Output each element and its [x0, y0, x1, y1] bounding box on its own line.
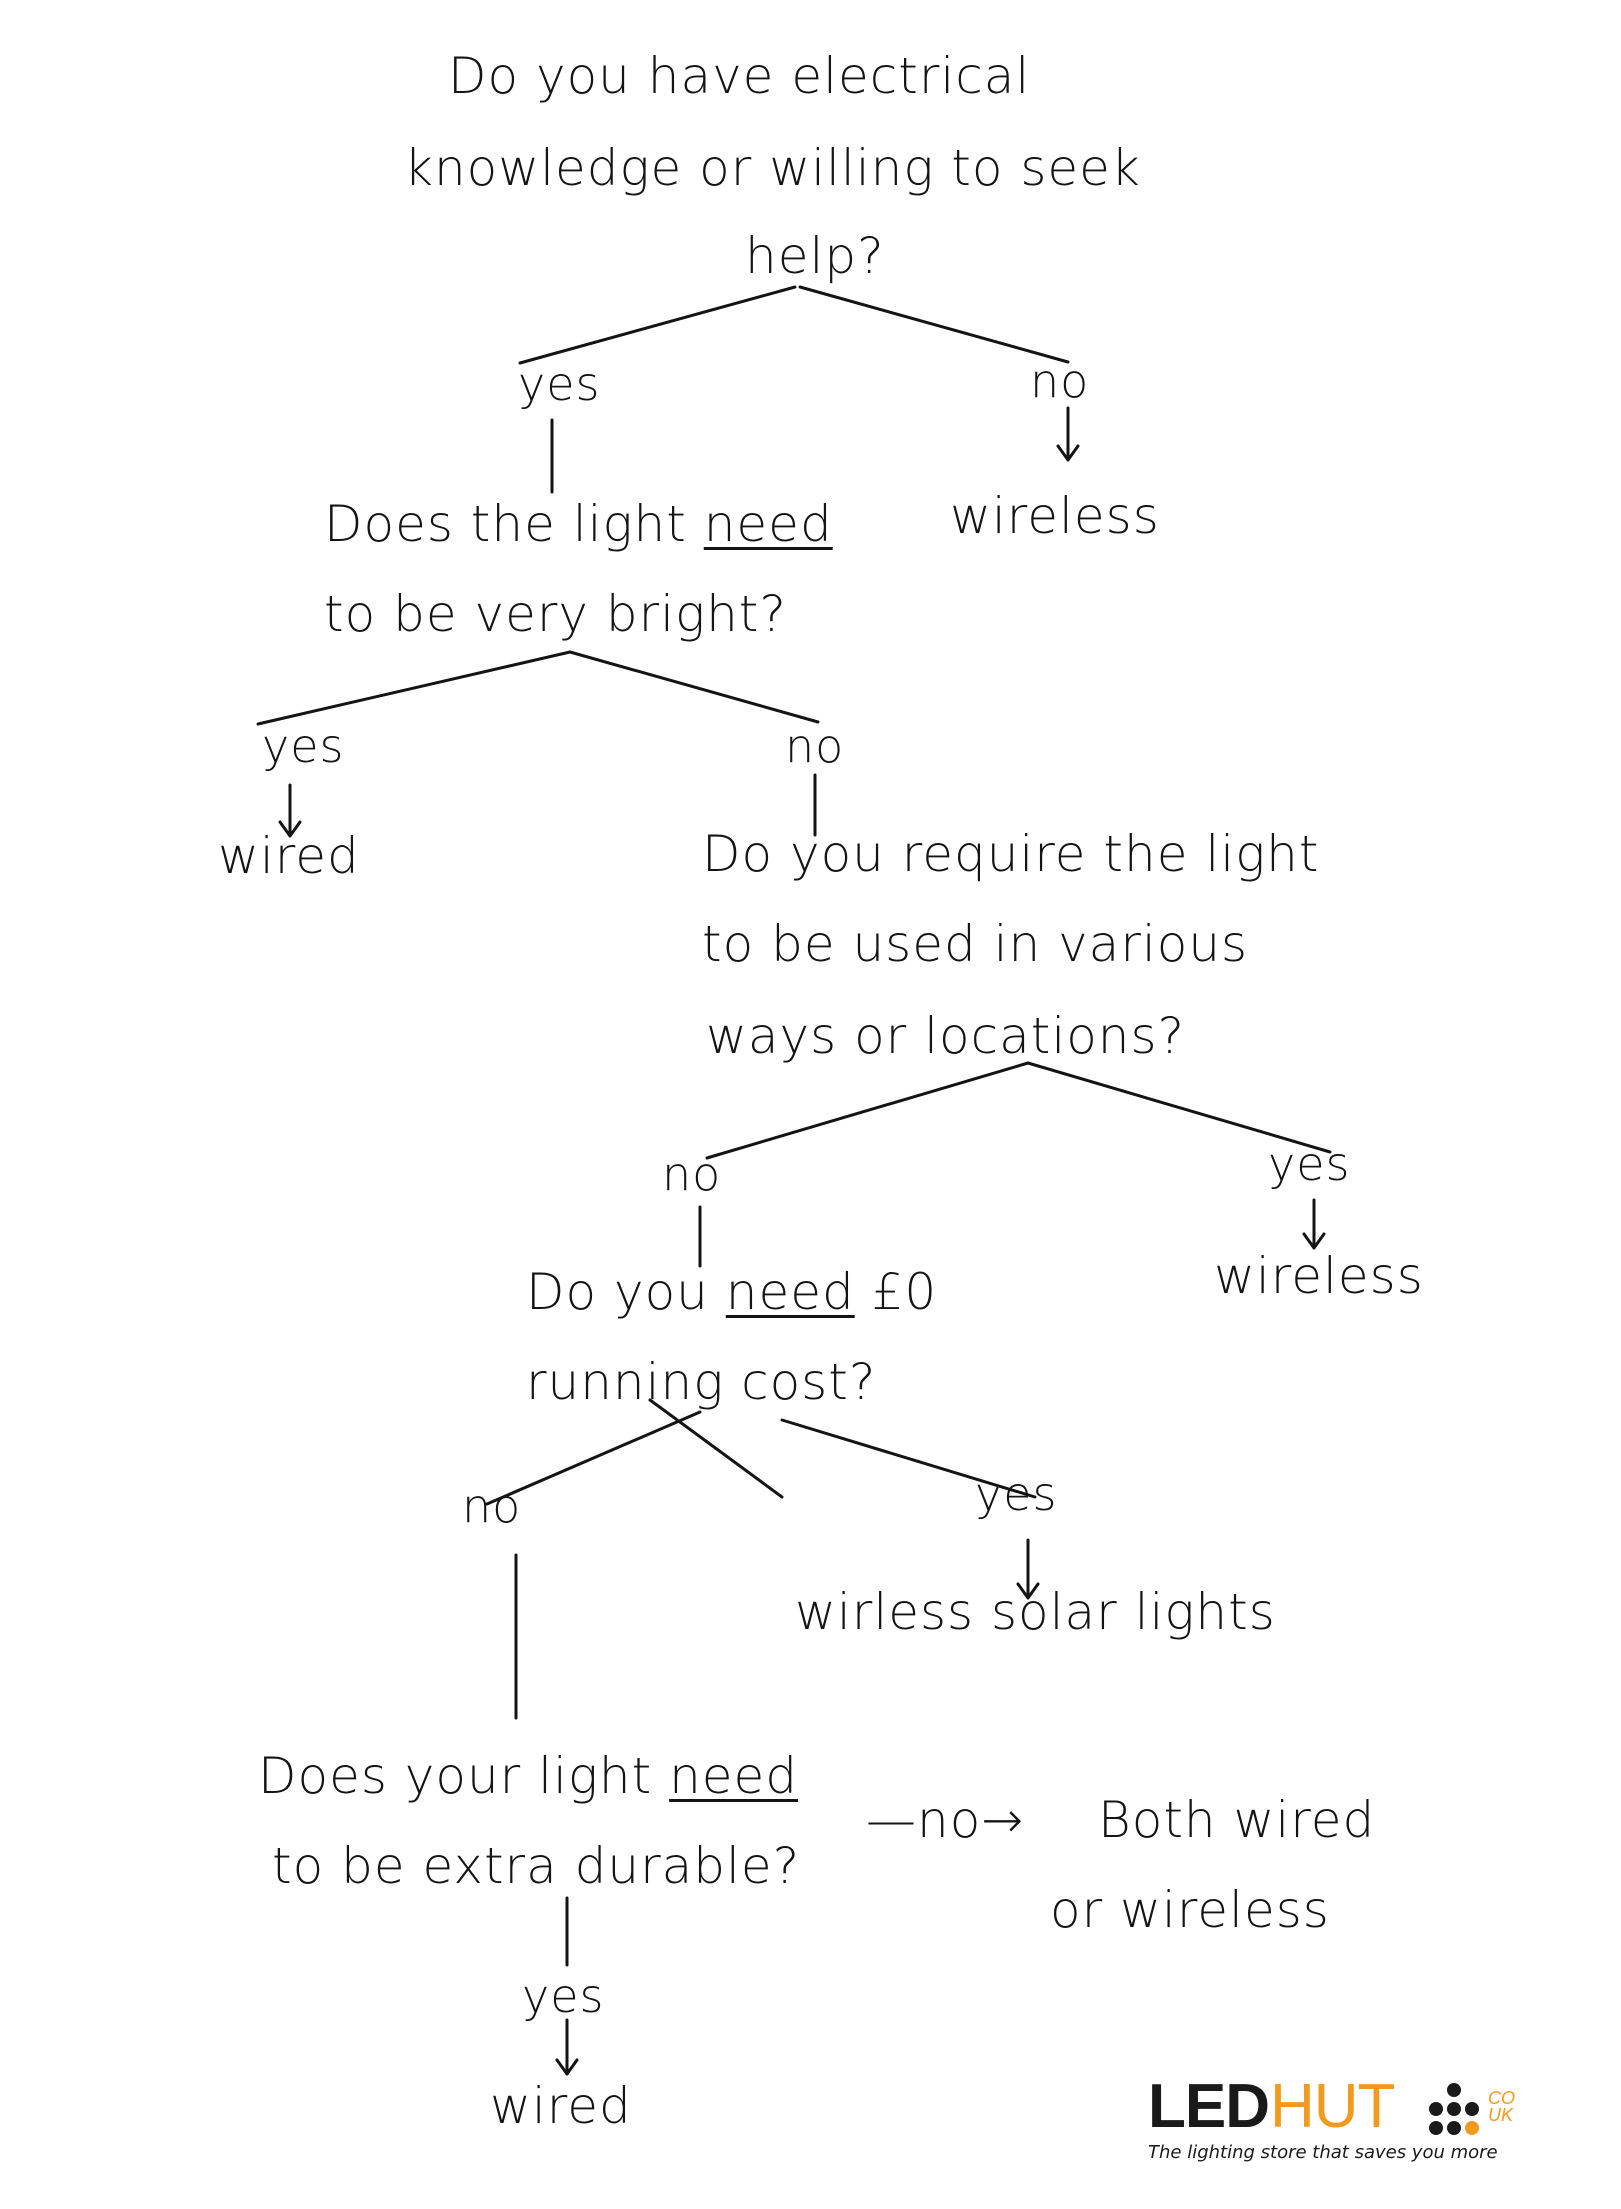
q5-yes-label: yes: [522, 1969, 605, 2023]
q1-no-branch: [798, 285, 1070, 364]
q3-yes-result: wireless: [1214, 1247, 1424, 1305]
q1-no-arrow: [1056, 406, 1080, 462]
logo-co: CO: [1488, 2088, 1515, 2108]
q4-yes-result: wirless solar lights: [795, 1583, 1276, 1641]
q4-text-post: £0: [854, 1263, 938, 1321]
logo-uk: UK: [1488, 2105, 1514, 2125]
q5-question-line1: Does your light need: [258, 1730, 798, 1822]
q3-question-line1: Do you require the light: [702, 825, 1320, 883]
logo-tagline: The lighting store that saves you more: [1148, 2142, 1498, 2163]
q5-emphasis: need: [669, 1747, 799, 1805]
q2-yes-arrow: [278, 783, 302, 838]
q1-question-line1: Do you have electrical: [448, 47, 1031, 105]
q1-question-line3: help?: [745, 227, 885, 285]
q5-yes-arrow: [555, 2018, 579, 2076]
q4-text: Do you: [526, 1263, 726, 1321]
q4-yes-label: yes: [975, 1467, 1058, 1521]
logo-led-text: LED: [1148, 2072, 1270, 2141]
q2-question-line2: to be very bright?: [324, 585, 787, 643]
q2-question-line1: Does the light need: [324, 478, 833, 570]
q2-yes-result: wired: [218, 827, 360, 885]
q2-text: Does the light: [324, 495, 704, 553]
q5-no-result-line1: Both wired: [1098, 1791, 1376, 1849]
q3-no-branch: [705, 1061, 1030, 1160]
q1-no-label: no: [1030, 354, 1090, 408]
q2-no-branch: [568, 650, 820, 724]
q1-yes-branch: [518, 285, 797, 365]
q5-yes-result: wired: [490, 2077, 632, 2135]
q2-no-label: no: [785, 719, 845, 773]
q4-yes-branch-2: [780, 1418, 1037, 1499]
q4-emphasis: need: [725, 1263, 855, 1321]
q4-no-label: no: [462, 1479, 522, 1533]
q2-yes-branch: [256, 650, 572, 726]
q2-emphasis: need: [703, 495, 833, 553]
q4-question-line2: running cost?: [526, 1353, 877, 1411]
q5-no-label: —no→: [866, 1791, 1025, 1849]
q4-yes-arrow: [1016, 1538, 1040, 1600]
q3-question-line2: to be used in various: [702, 915, 1249, 973]
q3-yes-label: yes: [1268, 1137, 1351, 1191]
q2-yes-label: yes: [262, 719, 345, 773]
q3-yes-branch: [1026, 1061, 1332, 1154]
q4-question-line1: Do you need £0: [526, 1246, 937, 1338]
q1-yes-label: yes: [518, 357, 601, 411]
logo-dots-icon: [1429, 2083, 1479, 2135]
q1-question-line2: knowledge or willing to seek: [404, 139, 1141, 197]
logo-hut-text: HUT: [1270, 2072, 1395, 2141]
q4-yes-branch: [648, 1398, 784, 1499]
q3-no-label: no: [662, 1147, 722, 1201]
q1-no-result: wireless: [950, 487, 1160, 545]
q5-text: Does your light: [258, 1747, 670, 1805]
q3-yes-arrow: [1302, 1198, 1326, 1250]
q3-question-line3: ways or locations?: [706, 1007, 1186, 1065]
q5-no-result-line2: or wireless: [1050, 1881, 1330, 1939]
q4-no-branch: [485, 1410, 702, 1506]
q5-question-line2: to be extra durable?: [272, 1837, 801, 1895]
